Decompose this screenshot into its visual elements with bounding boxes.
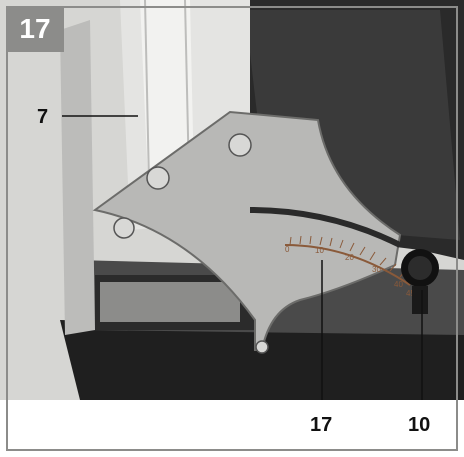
callout-label-17: 17 <box>310 414 333 436</box>
locking-knob-icon <box>401 249 439 314</box>
scale-label-40: 40 <box>394 280 403 289</box>
callout-label-7: 7 <box>37 106 49 128</box>
scale-label-30: 30 <box>372 265 381 274</box>
bolt-icons <box>113 133 269 354</box>
caption-area <box>0 400 464 457</box>
scale-label-45: 45 <box>406 289 415 298</box>
scale-label-10: 10 <box>315 246 324 255</box>
scale-label-0: 0 <box>285 245 290 254</box>
machine-photo: 0 10 20 30 40 45 <box>0 0 464 400</box>
scale-labels: 0 10 20 30 40 45 <box>285 245 415 298</box>
callout-label-10: 10 <box>408 414 431 436</box>
figure-number-badge: 17 <box>6 6 64 52</box>
scale-label-20: 20 <box>345 253 354 262</box>
